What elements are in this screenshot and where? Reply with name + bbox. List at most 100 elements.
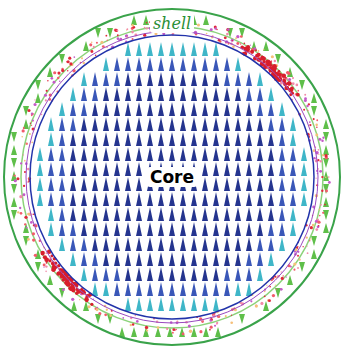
core-arrow: [92, 282, 98, 296]
core-arrow: [70, 162, 76, 176]
scatter-dot: [32, 232, 35, 235]
core-arrow: [136, 57, 142, 71]
core-arrow: [213, 132, 219, 146]
core-arrow: [158, 132, 164, 146]
shell-arrow: [311, 106, 317, 116]
scatter-dot: [322, 154, 324, 156]
core-arrow: [224, 237, 230, 251]
core-arrow: [92, 237, 98, 251]
core-arrow: [125, 132, 131, 146]
scatter-dot: [27, 238, 30, 241]
scatter-dot: [232, 45, 235, 48]
core-arrow: [37, 147, 43, 161]
scatter-dot: [309, 121, 311, 123]
core-arrow: [191, 207, 197, 221]
core-arrow: [147, 87, 153, 101]
core-arrow: [202, 102, 208, 116]
scatter-dot: [32, 120, 34, 122]
core-arrow: [114, 207, 120, 221]
region-label: shell: [150, 14, 194, 33]
core-arrow: [114, 177, 120, 191]
shell-arrow: [95, 314, 101, 324]
scatter-dot: [89, 43, 92, 46]
core-arrow: [103, 177, 109, 191]
core-arrow: [224, 162, 230, 176]
scatter-dot: [182, 333, 185, 336]
core-arrow: [92, 87, 98, 101]
scatter-dot: [31, 115, 33, 117]
core-arrow: [279, 147, 285, 161]
core-arrow: [268, 87, 274, 101]
scatter-dot: [79, 299, 80, 300]
core-arrow: [268, 252, 274, 266]
core-arrow: [92, 147, 98, 161]
scatter-dot: [16, 184, 17, 185]
scatter-dot: [304, 94, 306, 96]
scatter-dot: [260, 302, 263, 305]
scatter-dot: [320, 160, 322, 162]
core-arrow: [48, 192, 54, 206]
core-arrow: [191, 297, 197, 311]
core-arrow: [213, 162, 219, 176]
core-arrow: [257, 147, 263, 161]
scatter-dot: [266, 285, 267, 286]
core-arrow: [92, 192, 98, 206]
core-arrow: [103, 252, 109, 266]
core-arrow: [103, 87, 109, 101]
scatter-dot: [146, 27, 148, 29]
core-arrow: [202, 57, 208, 71]
scatter-dot: [81, 57, 83, 59]
core-arrow: [92, 72, 98, 86]
scatter-dot: [209, 329, 211, 331]
core-arrow: [114, 162, 120, 176]
scatter-dot: [254, 47, 257, 50]
core-arrow: [48, 147, 54, 161]
scatter-dot: [236, 42, 239, 45]
core-arrow: [158, 252, 164, 266]
core-arrow: [224, 102, 230, 116]
scatter-dot: [307, 110, 308, 111]
scatter-dot: [307, 245, 308, 246]
core-arrow: [224, 192, 230, 206]
scatter-dot: [276, 288, 277, 289]
core-arrow: [290, 207, 296, 221]
core-arrow: [246, 222, 252, 236]
core-arrow: [235, 207, 241, 221]
scatter-dot: [41, 114, 42, 115]
scatter-dot: [176, 321, 178, 323]
shell-arrow: [311, 249, 317, 259]
shell-arrow: [11, 197, 17, 207]
scatter-dot: [283, 78, 286, 81]
core-arrow: [202, 207, 208, 221]
core-arrow: [70, 132, 76, 146]
scatter-dot: [255, 305, 257, 307]
core-arrow: [257, 222, 263, 236]
core-arrow: [213, 192, 219, 206]
scatter-dot: [235, 37, 237, 39]
scatter-dot: [23, 193, 26, 196]
scatter-dot: [226, 28, 229, 31]
core-arrow: [158, 297, 164, 311]
core-arrow: [136, 42, 142, 56]
core-arrow: [125, 192, 131, 206]
scatter-dot: [225, 315, 227, 317]
core-arrow: [158, 282, 164, 296]
shell-arrow: [95, 28, 101, 38]
core-arrow: [59, 222, 65, 236]
core-arrow: [81, 237, 87, 251]
scatter-dot: [32, 119, 34, 121]
core-arrow: [169, 192, 175, 206]
scatter-dot: [115, 29, 118, 32]
core-arrow: [158, 72, 164, 86]
scatter-dot: [98, 312, 101, 315]
scatter-dot: [304, 99, 307, 102]
scatter-dot: [29, 133, 31, 135]
scatter-dot: [31, 141, 33, 143]
core-arrow: [235, 282, 241, 296]
core-arrow: [246, 102, 252, 116]
shell-arrow: [323, 184, 329, 194]
core-arrow: [158, 237, 164, 251]
scatter-dot: [104, 313, 107, 316]
core-arrow: [70, 147, 76, 161]
scatter-dot: [45, 265, 47, 267]
